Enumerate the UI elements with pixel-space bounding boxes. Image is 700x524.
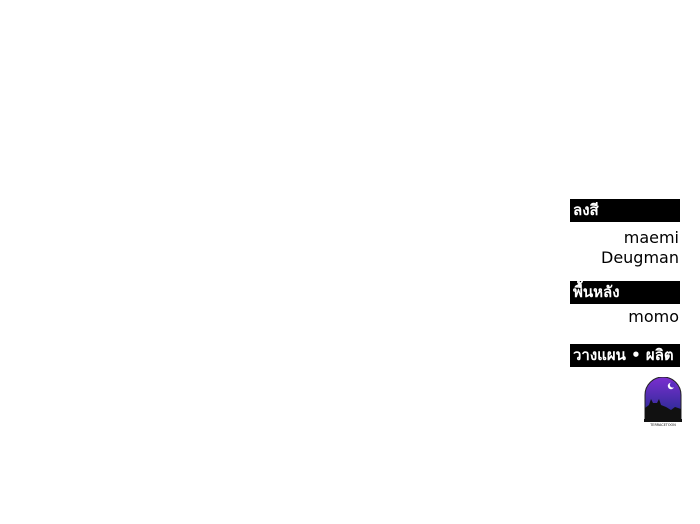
credit-group-background: พื้นหลัง momo bbox=[570, 281, 680, 327]
credit-name: maemi bbox=[623, 228, 679, 247]
credit-group-planning: วางแผน • ผลิต bbox=[570, 344, 680, 367]
credits-block: ลงสี maemi Deugman พื้นหลัง momo วางแผน … bbox=[570, 199, 680, 367]
credit-group-coloring: ลงสี maemi Deugman bbox=[570, 199, 680, 268]
background-header: พื้นหลัง bbox=[570, 281, 680, 304]
coloring-header: ลงสี bbox=[570, 199, 680, 222]
planning-header: วางแผน • ผลิต bbox=[570, 344, 680, 367]
background-names: momo bbox=[570, 307, 680, 327]
coloring-names: maemi Deugman bbox=[570, 228, 680, 268]
cat-moon-logo-icon: TERRACETOON bbox=[642, 376, 684, 428]
logo-wordmark: TERRACETOON bbox=[649, 423, 676, 427]
credit-name: Deugman bbox=[601, 248, 679, 267]
credit-name: momo bbox=[628, 307, 679, 326]
